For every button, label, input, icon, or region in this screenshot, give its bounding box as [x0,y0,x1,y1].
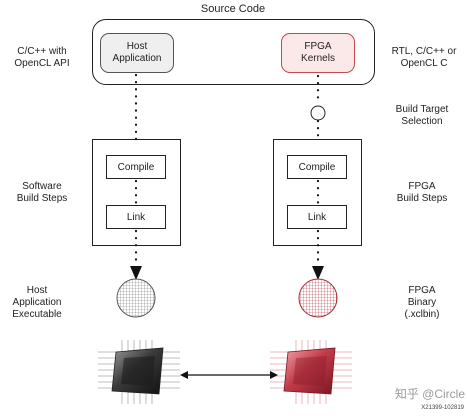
label-rtl-source: RTL, C/C++ or OpenCL C [384,46,464,70]
label-software-build-steps: Software Build Steps [2,181,82,205]
label-sw-build-line1: Software [22,181,62,192]
watermark: 知乎 @Circle [394,387,465,401]
host-app-line1: Host [126,41,148,52]
arrowhead-to-fpga-binary [312,266,324,280]
label-build-target-line2: Selection [401,116,443,127]
fpga-kernels-line1: FPGA [304,41,332,52]
label-build-target: Build Target Selection [384,104,460,128]
arrowhead-to-host-executable [130,266,142,280]
diagram-title: Source Code [200,3,266,15]
label-rtl-line2: OpenCL C [400,58,448,69]
label-host-executable: Host Application Executable [2,285,72,321]
label-fpga-binary-line3: (.xclbin) [404,309,440,320]
dotted-flow-lines [134,73,320,268]
label-opencl-api-line2: OpenCL API [14,58,70,69]
fpga-chip-icon [270,340,352,404]
fpga-binary-sphere [298,278,338,318]
sw-compile-step: Compile [106,155,166,179]
label-opencl-api-line1: C/C++ with [17,46,67,57]
label-build-target-line1: Build Target [395,104,449,115]
host-executable-sphere [116,278,156,318]
fpga-link-step: Link [287,205,347,229]
host-app-line2: Application [112,53,162,64]
label-fpga-build-line2: Build Steps [396,193,448,204]
build-target-circle [310,105,326,121]
fpga-kernels-line2: Kernels [301,53,335,64]
label-fpga-binary: FPGA Binary (.xclbin) [384,285,460,321]
label-fpga-binary-line2: Binary [407,297,437,308]
label-host-exe-line1: Host [26,285,48,296]
label-opencl-api: C/C++ with OpenCL API [2,46,82,70]
fpga-compile-step: Compile [287,155,347,179]
label-fpga-binary-line1: FPGA [408,285,436,296]
label-sw-build-line2: Build Steps [16,193,68,204]
label-host-exe-line2: Application [12,297,62,308]
label-host-exe-line3: Executable [12,309,62,320]
label-rtl-line1: RTL, C/C++ or [391,46,457,57]
sw-link-step: Link [106,205,166,229]
figure-code: X21399-102819 [421,405,464,411]
label-fpga-build-line1: FPGA [408,181,436,192]
bidirectional-arrow [180,371,278,379]
host-cpu-chip-icon [98,340,180,404]
label-fpga-build-steps: FPGA Build Steps [384,181,460,205]
